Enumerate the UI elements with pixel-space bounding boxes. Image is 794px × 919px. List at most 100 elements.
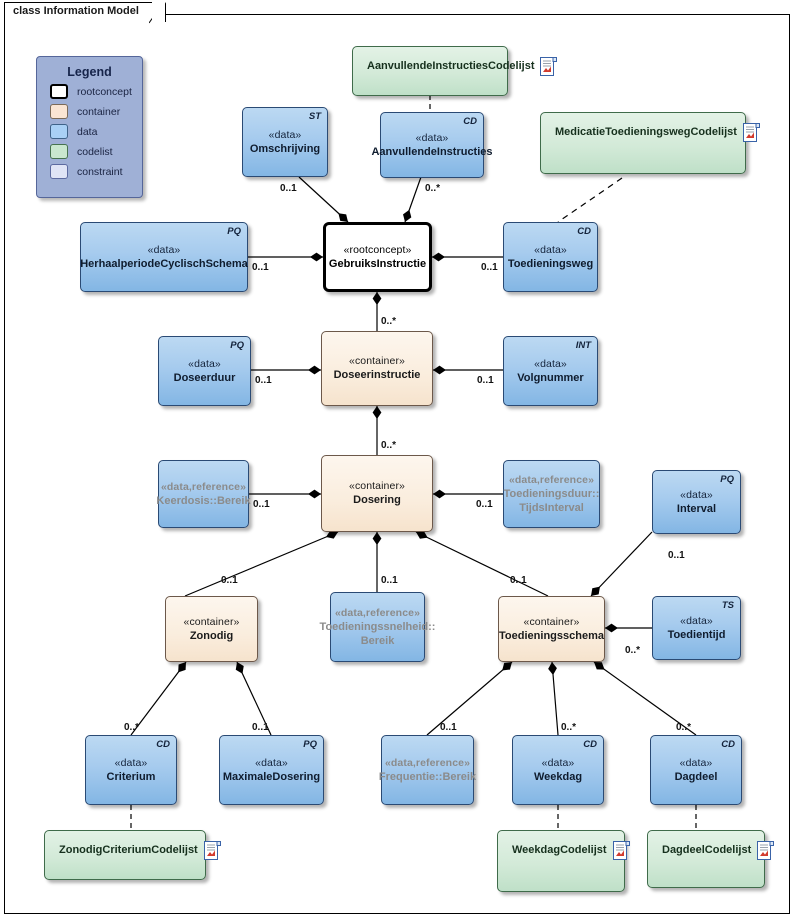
- tab-corner-fold: [148, 2, 165, 24]
- legend-swatch-container: [50, 104, 68, 119]
- legend-label: data: [77, 125, 98, 138]
- node-zonodigcriteriumcodelijst[interactable]: ZonodigCriteriumCodelijst: [44, 830, 221, 880]
- node-label: HerhaalperiodeCyclischSchema: [80, 257, 248, 270]
- node-doseerduur[interactable]: PQ «data» Doseerduur: [158, 336, 251, 406]
- node-interval[interactable]: PQ «data» Interval: [652, 470, 741, 534]
- node-type-tag: PQ: [227, 226, 241, 237]
- codelist-document-icon: [612, 841, 630, 860]
- node-toedieningssnelheidbereik[interactable]: «data,reference» Toedieningssnelheid:: B…: [320, 592, 435, 662]
- node-medicatietoedieningswegcodelijst[interactable]: MedicatieToedieningswegCodelijst: [540, 112, 760, 174]
- multiplicity-doseerduur: 0..1: [255, 375, 272, 386]
- multiplicity-keerdosis: 0..1: [253, 499, 270, 510]
- node-doseerinstructie[interactable]: «container» Doseerinstructie: [321, 331, 433, 406]
- diagram-title-tab: class Information Model: [4, 2, 166, 24]
- codelist-document-icon: [757, 841, 775, 860]
- codelist-document-icon: [203, 841, 221, 860]
- node-type-tag: CD: [156, 739, 170, 750]
- node-toedieningsduurtijdsinterval[interactable]: «data,reference» Toedieningsduur:: Tijds…: [503, 460, 600, 528]
- node-type-tag: CD: [583, 739, 597, 750]
- codelist-document-icon: [742, 123, 760, 142]
- diagram-title: class Information Model: [13, 5, 139, 17]
- node-gebruiksinstructie[interactable]: «rootconcept» GebruiksInstructie: [323, 222, 432, 292]
- node-weekdagcodelijst[interactable]: WeekdagCodelijst: [497, 830, 630, 892]
- node-keerdosisbereik[interactable]: «data,reference» Keerdosis::Bereik: [156, 460, 251, 528]
- node-stereotype: «container»: [183, 615, 240, 628]
- node-stereotype: «data,reference»: [160, 480, 247, 493]
- legend-swatch-constraint: [50, 164, 68, 179]
- node-stereotype: «data,reference»: [508, 473, 595, 486]
- multiplicity-toedieningssnelheid: 0..1: [381, 575, 398, 586]
- node-label: Volgnummer: [517, 371, 584, 384]
- node-stereotype: «data»: [147, 243, 181, 256]
- node-zonodig[interactable]: «container» Zonodig: [165, 596, 258, 662]
- legend-label: container: [77, 105, 121, 118]
- legend-panel: Legend rootconcept container data codeli…: [36, 56, 143, 198]
- node-stereotype: «data»: [679, 756, 713, 769]
- legend-item-rootconcept: rootconcept: [50, 84, 142, 99]
- multiplicity-volgnummer: 0..1: [477, 375, 494, 386]
- multiplicity-dagdeel: 0..*: [676, 722, 692, 733]
- multiplicity-toedientijd: 0..*: [625, 645, 641, 656]
- multiplicity-dosering: 0..*: [381, 440, 397, 451]
- node-type-tag: PQ: [303, 739, 317, 750]
- legend-swatch-codelist: [50, 144, 68, 159]
- node-label: MaximaleDosering: [222, 770, 321, 783]
- node-toedientijd[interactable]: TS «data» Toedientijd: [652, 596, 741, 660]
- multiplicity-doseerinstructie: 0..*: [381, 316, 397, 327]
- node-label: Doseerduur: [173, 371, 236, 384]
- node-stereotype: «data»: [188, 357, 221, 370]
- node-frequentiebereik[interactable]: «data,reference» Frequentie::Bereik: [379, 735, 476, 805]
- node-stereotype: «data»: [415, 131, 449, 144]
- legend-swatch-data: [50, 124, 68, 139]
- node-weekdag[interactable]: CD «data» Weekdag: [512, 735, 604, 805]
- multiplicity-herhaalperiode: 0..1: [252, 262, 269, 273]
- node-type-tag: PQ: [720, 474, 734, 485]
- node-stereotype: «data»: [680, 488, 713, 501]
- node-type-tag: TS: [721, 600, 734, 611]
- codelist-document-icon: [540, 57, 558, 76]
- node-dagdeel[interactable]: CD «data» Dagdeel: [650, 735, 742, 805]
- node-stereotype: «data»: [534, 243, 567, 256]
- node-label: Keerdosis::Bereik: [156, 494, 251, 507]
- node-aanvullendeinstructies[interactable]: CD «data» AanvullendeInstructies: [371, 112, 493, 178]
- node-label: Interval: [676, 502, 717, 515]
- node-stereotype: «container»: [523, 615, 580, 628]
- legend-label: codelist: [77, 145, 113, 158]
- multiplicity-frequentie: 0..1: [440, 722, 457, 733]
- node-stereotype: «container»: [349, 480, 405, 492]
- node-label: GebruiksInstructie: [328, 257, 427, 270]
- node-label: Dagdeel: [674, 770, 718, 783]
- node-label: Weekdag: [533, 770, 583, 783]
- multiplicity-omschrijving: 0..1: [280, 183, 297, 194]
- node-aanvullendeinstructiescodelijst[interactable]: AanvullendeInstructiesCodelijst: [352, 46, 558, 96]
- node-dagdeelcodelijst[interactable]: DagdeelCodelijst: [647, 830, 775, 888]
- node-type-tag: PQ: [230, 340, 244, 351]
- node-dosering[interactable]: «container» Dosering: [321, 455, 433, 532]
- node-stereotype: «container»: [349, 355, 405, 367]
- node-label: Omschrijving: [249, 142, 321, 155]
- node-label: AanvullendeInstructiesCodelijst: [367, 60, 535, 72]
- node-type-tag: CD: [463, 116, 477, 127]
- multiplicity-interval: 0..1: [668, 550, 685, 561]
- node-volgnummer[interactable]: INT «data» Volgnummer: [503, 336, 598, 406]
- node-label: ZonodigCriteriumCodelijst: [59, 844, 198, 856]
- node-label: Zonodig: [189, 629, 234, 642]
- node-toedieningsschema[interactable]: «container» Toedieningsschema: [498, 596, 605, 662]
- node-toedieningsweg[interactable]: CD «data» Toedieningsweg: [503, 222, 598, 292]
- node-herhaalperiodecyclischschema[interactable]: PQ «data» HerhaalperiodeCyclischSchema: [80, 222, 248, 292]
- multiplicity-maximaledosering: 0..1: [252, 722, 269, 733]
- node-type-tag: ST: [308, 111, 321, 122]
- node-type-tag: CD: [721, 739, 735, 750]
- node-label: Dosering: [353, 494, 401, 506]
- legend-item-codelist: codelist: [50, 144, 142, 159]
- node-stereotype: «rootconcept»: [343, 243, 412, 256]
- node-criterium[interactable]: CD «data» Criterium: [85, 735, 177, 805]
- node-stereotype: «data»: [680, 614, 713, 627]
- node-stereotype: «data,reference»: [334, 606, 421, 619]
- node-omschrijving[interactable]: ST «data» Omschrijving: [242, 107, 328, 177]
- multiplicity-toedieningsduur: 0..1: [476, 499, 493, 510]
- node-label: Criterium: [106, 770, 156, 783]
- legend-item-data: data: [50, 124, 142, 139]
- node-maximaledosering[interactable]: PQ «data» MaximaleDosering: [219, 735, 324, 805]
